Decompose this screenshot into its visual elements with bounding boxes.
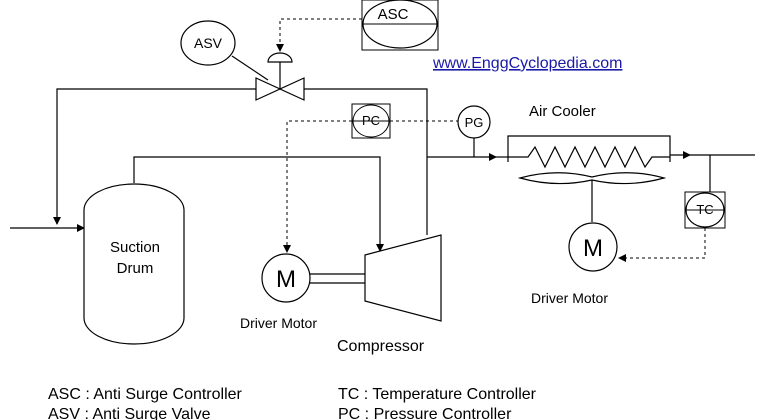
driver-motor-left-label: Driver Motor (240, 315, 317, 331)
pg-instrument (457, 105, 491, 139)
asv-bubble (180, 20, 236, 66)
asv-leader-line (231, 55, 269, 81)
pg-label: PG (465, 115, 484, 130)
compressor-label: Compressor (337, 338, 425, 355)
recycle-line (53, 88, 256, 225)
legend-asc: ASC : Anti Surge Controller (48, 386, 243, 403)
anti-surge-valve (255, 52, 305, 101)
driver-motor-right (568, 222, 618, 272)
legend-asv: ASV : Anti Surge Valve (48, 406, 211, 420)
website-link[interactable]: www.EnggCyclopedia.com (432, 55, 622, 72)
asc-signal-arrow (276, 44, 284, 52)
suction-drum (83, 183, 185, 345)
motor-left-symbol: M (276, 266, 296, 293)
recycle-discharge-line (304, 88, 428, 235)
pc-label: PC (362, 113, 380, 128)
legend-pc: PC : Pressure Controller (338, 406, 512, 420)
tc-label: TC (696, 202, 713, 217)
suction-drum-label-1: Suction (110, 239, 160, 256)
pc-signal-line (286, 120, 352, 247)
pc-signal-arrow (283, 245, 291, 253)
motor-right-symbol: M (583, 235, 603, 262)
air-cooler-label: Air Cooler (529, 103, 596, 120)
tc-signal-line (624, 228, 706, 259)
air-cooler (496, 135, 671, 222)
legend-tc: TC : Temperature Controller (338, 386, 537, 403)
asv-label: ASV (194, 35, 223, 51)
driver-motor-left (261, 253, 311, 303)
asc-label: ASC (378, 6, 409, 23)
compressor (364, 234, 442, 322)
tc-signal-arrow (618, 254, 626, 262)
asc-instrument (361, 0, 439, 51)
tc-instrument (684, 191, 726, 229)
asc-signal-line (279, 18, 362, 48)
suction-drum-label-2: Drum (117, 260, 154, 277)
pc-instrument (351, 103, 391, 139)
driver-motor-right-label: Driver Motor (531, 290, 608, 306)
suction-line (133, 156, 384, 252)
